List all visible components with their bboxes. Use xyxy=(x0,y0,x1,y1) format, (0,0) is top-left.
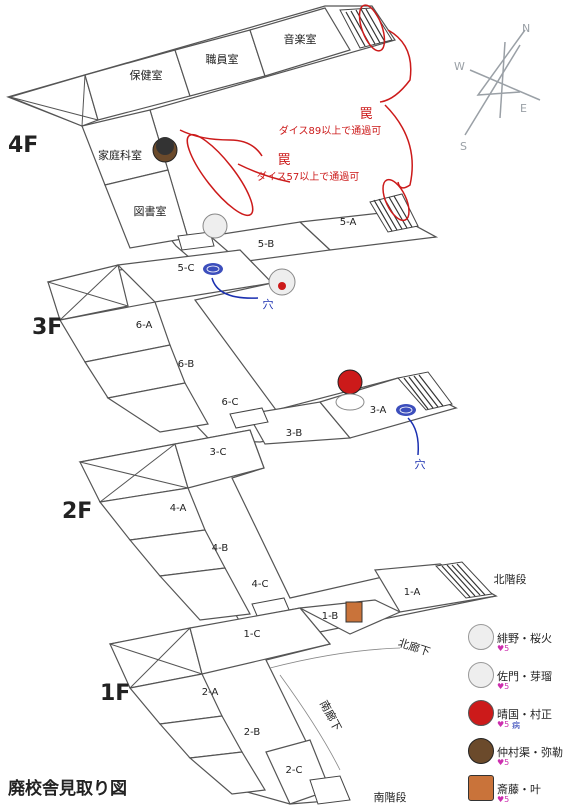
token-samon xyxy=(202,213,228,239)
map-title: 廃校舎見取り図 xyxy=(8,779,127,799)
label-1c: 1-C xyxy=(244,629,261,640)
label-3b: 3-B xyxy=(286,428,303,439)
label-5a: 5-A xyxy=(340,217,357,228)
token-saito xyxy=(345,601,363,623)
label-6b: 6-B xyxy=(178,359,195,370)
avatar-nakandakari xyxy=(468,738,494,764)
stairs-north-2f xyxy=(434,561,494,599)
avatar-saito xyxy=(468,775,494,801)
room-music xyxy=(249,7,351,77)
label-north-corridor: 北廊下 xyxy=(396,635,432,659)
hole-2-mark: 穴 xyxy=(415,457,426,471)
trap-2-condition: ダイス57以上で通過可 xyxy=(257,170,359,183)
label-2b: 2-B xyxy=(244,727,261,738)
label-6c: 6-C xyxy=(222,397,239,408)
hole-markers: 穴 穴 xyxy=(203,263,426,471)
avatar-hino xyxy=(468,624,494,650)
legend-name-4: 仲村渠・弥勒 xyxy=(497,746,563,759)
room-1c xyxy=(189,607,332,675)
legend-name-2: 佐門・芽瑠 xyxy=(497,670,552,683)
label-3c: 3-C xyxy=(210,447,227,458)
label-library: 図書室 xyxy=(134,204,167,218)
legend-hp-5: ♥5 xyxy=(497,795,510,804)
label-south-corridor: 南廊下 xyxy=(317,698,345,734)
label-6a: 6-A xyxy=(136,320,153,331)
compass: N E S W xyxy=(454,22,541,153)
avatar-samon xyxy=(468,662,494,688)
room-6c xyxy=(106,382,209,433)
label-4a: 4-A xyxy=(170,503,187,514)
trap-2-mark: 罠 xyxy=(277,153,290,168)
floor-2f: 3-C 4-A 4-B 4-C 1-A 2F xyxy=(62,429,498,637)
label-4b: 4-B xyxy=(212,543,229,554)
legend-name-1: 緋野・桜火 xyxy=(497,632,552,645)
legend-status-3: 病 xyxy=(512,721,520,730)
room-nurse xyxy=(84,49,191,121)
label-nurse: 保健室 xyxy=(130,68,163,82)
room-4c xyxy=(158,567,251,621)
legend-hp-4: ♥5 xyxy=(497,758,510,767)
label-5c: 5-C xyxy=(178,263,195,274)
room-2c xyxy=(188,751,266,795)
avatar-harukuni xyxy=(468,700,494,726)
trap-markers: 罠 ダイス89以上で通過可 罠 ダイス57以上で通過可 xyxy=(179,4,413,222)
floor-label-4f: 4F xyxy=(8,133,38,158)
compass-e: E xyxy=(520,102,527,115)
label-2c: 2-C xyxy=(286,765,303,776)
token-harukuni xyxy=(337,369,363,395)
label-4c: 4-C xyxy=(252,579,269,590)
label-2a: 2-A xyxy=(202,687,219,698)
room-1a xyxy=(373,563,498,613)
compass-w: W xyxy=(454,60,465,73)
stairs-south-1f xyxy=(309,775,351,805)
floor-label-2f: 2F xyxy=(62,499,92,524)
label-5b: 5-B xyxy=(258,239,275,250)
floor-3f: 5-C 6-A 6-B 6-C 3-B 3-A 3F xyxy=(32,249,458,445)
label-1a: 1-A xyxy=(404,587,421,598)
label-home-ec: 家庭科室 xyxy=(98,148,142,162)
legend-hp-2: ♥5 xyxy=(497,682,510,691)
compass-s: S xyxy=(460,140,467,153)
legend-hp-1: ♥5 xyxy=(497,644,510,653)
stairs-6c xyxy=(229,407,269,429)
floor-1f: 1-C 1-B 2-A 2-B 2-C 1F xyxy=(100,599,402,805)
legend-name-5: 斎藤・叶 xyxy=(497,783,541,796)
hole-1-mark: 穴 xyxy=(263,297,274,311)
label-1b: 1-B xyxy=(322,611,339,622)
label-music: 音楽室 xyxy=(284,32,317,46)
floor-label-3f: 3F xyxy=(32,315,62,340)
legend-name-3: 晴国・村正 xyxy=(497,708,552,721)
compass-n: N xyxy=(522,22,530,35)
trap-1-condition: ダイス89以上で通過可 xyxy=(279,124,381,137)
room-3c xyxy=(174,429,265,489)
label-north-stairs: 北階段 xyxy=(494,572,527,586)
floor-label-1f: 1F xyxy=(100,681,130,706)
label-staff: 職員室 xyxy=(206,52,239,66)
character-tokens xyxy=(152,137,365,623)
stairs-library xyxy=(177,231,215,251)
trap-1-mark: 罠 xyxy=(359,107,372,122)
label-south-stairs: 南階段 xyxy=(374,790,407,804)
legend-hp-3: ♥5 xyxy=(497,720,510,729)
label-3a: 3-A xyxy=(370,405,387,416)
